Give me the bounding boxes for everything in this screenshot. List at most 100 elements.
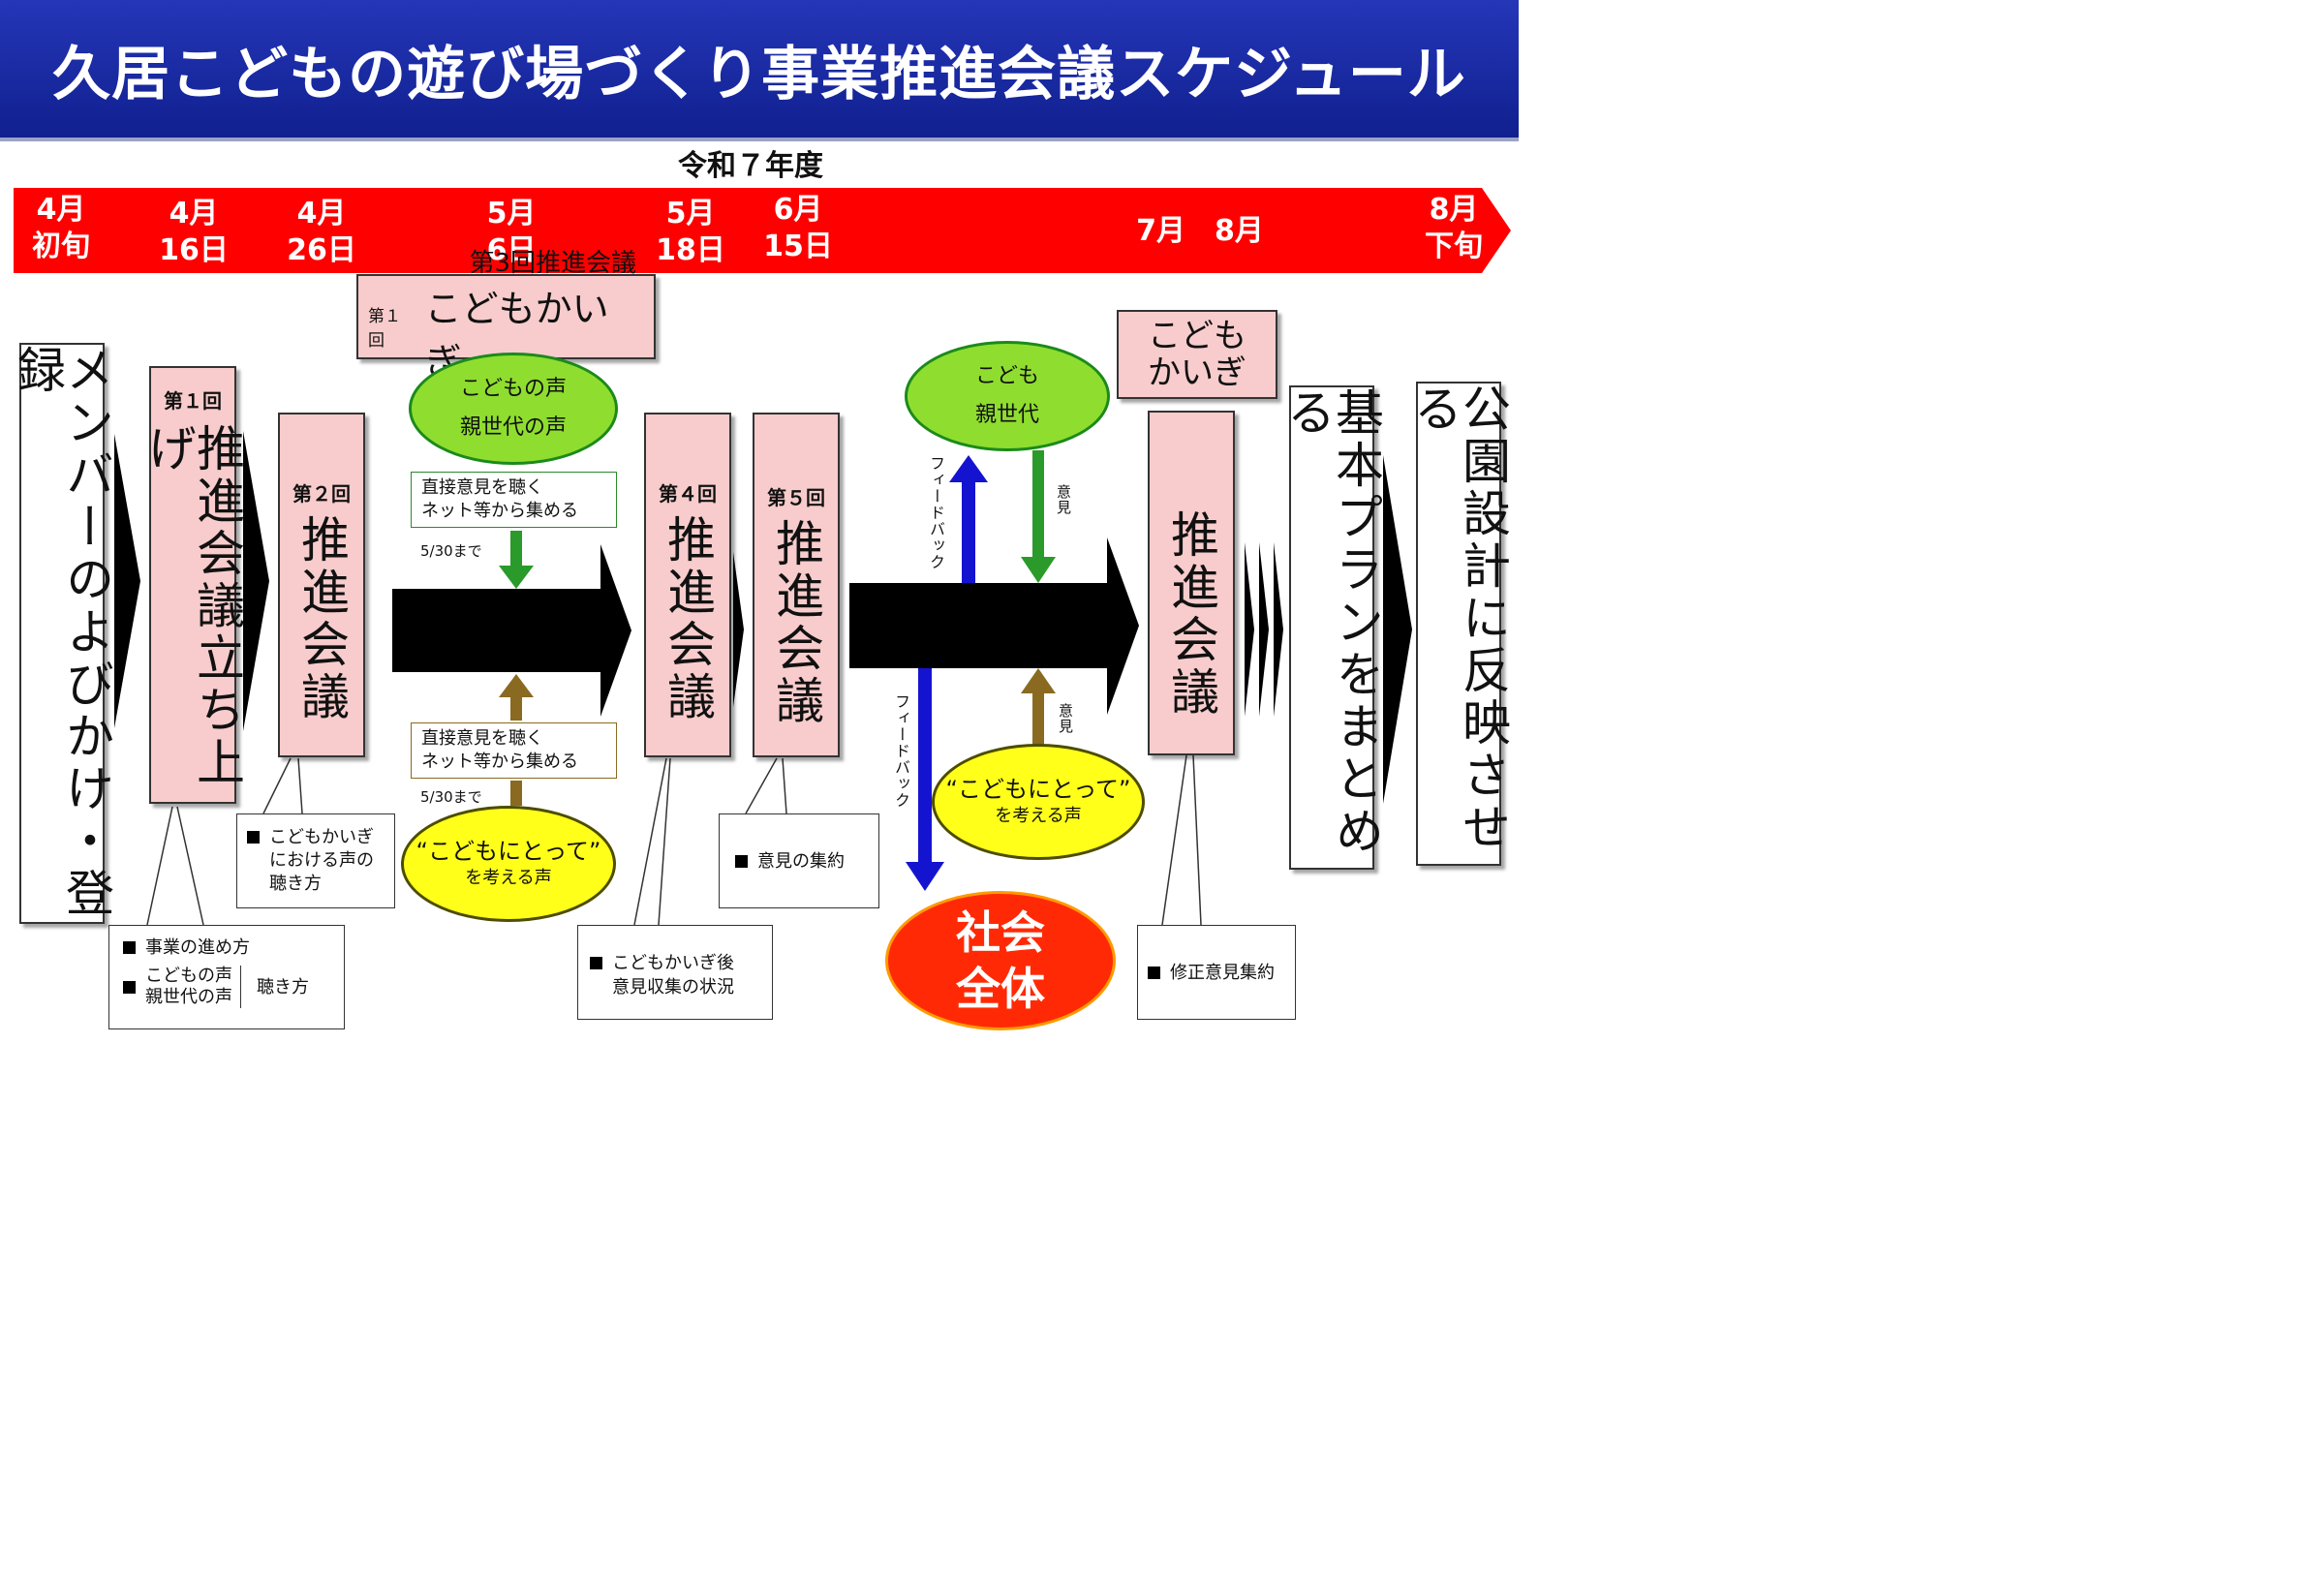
step-launch: 第１回 推進会議立ち上げ (140, 366, 245, 804)
park-design-text: 公園設計に反映させる (1406, 384, 1511, 854)
kodomo-kaigi-2-line2: かいぎ (1148, 353, 1246, 392)
chevron-2 (1259, 542, 1269, 717)
block-arrow-may (392, 544, 631, 717)
launch-note-2b: 親世代の声 (145, 987, 232, 1007)
launch-text: 推進会議立ち上げ (140, 423, 245, 789)
final-note-1: 修正意見集約 (1170, 963, 1275, 983)
society-line1: 社会 (956, 906, 1045, 959)
step-basic-plan: 基本プランをまとめる (1279, 385, 1384, 870)
voices-may-line2: 親世代の声 (459, 415, 567, 440)
opinion-label-green: 意見 (1055, 484, 1072, 515)
basic-plan-text: 基本プランをまとめる (1279, 387, 1384, 858)
timeline-label-jul-aug: 7月 8月 (1136, 214, 1264, 248)
collect-brown-line2: ネット等から集める (421, 752, 578, 772)
children-perspective-june-line1: “こどもにとって” (945, 776, 1131, 803)
fifth-meeting-text: 推進会議 (768, 518, 824, 727)
children-perspective-may-line1: “こどもにとって” (415, 838, 601, 865)
launch-round-label: 第１回 (164, 389, 222, 413)
kodomo-round-label: 第１回 (368, 307, 401, 351)
feedback-label-down: フィードバック (892, 693, 910, 809)
bullet-square (735, 855, 748, 868)
collect-green-line2: ネット等から集める (421, 501, 578, 521)
step-park-design: 公園設計に反映させる (1406, 382, 1511, 866)
timeline-label-apr-16: 4月 16日 (159, 197, 229, 267)
children-perspective-june-line2: を考える声 (995, 806, 1082, 826)
step-member-text: メンバーのよびかけ・登録 (10, 345, 114, 920)
fiscal-year: 令和７年度 (678, 149, 823, 183)
launch-notes: 事業の進め方 こどもの声 親世代の声 聴き方 (108, 925, 345, 1029)
timeline-label-may-18: 5月 18日 (656, 197, 725, 267)
bullet-square (247, 831, 260, 844)
step-second-meeting: 第２回 推進会議 (278, 413, 365, 757)
second-meeting-text: 推進会議 (293, 514, 350, 723)
step-final-meeting: 推進会議 (1148, 411, 1235, 755)
second-note-2: における声の (269, 850, 374, 871)
final-notes: 修正意見集約 (1137, 925, 1296, 1020)
launch-note-2c: 聴き方 (257, 976, 309, 998)
fourth-meeting-text: 推進会議 (660, 514, 716, 723)
diagram-arrows (114, 431, 1412, 926)
green-arrow-down-2 (1021, 557, 1056, 583)
collect-box-brown: 直接意見を聴く ネット等から集める (411, 722, 617, 779)
society-line2: 全体 (956, 963, 1045, 1015)
feedback-label-up: フィードバック (927, 455, 945, 570)
timeline-label-jun-15: 6月 15日 (763, 193, 833, 263)
fifth-notes: 意見の集約 (719, 813, 879, 908)
brown-arrow-up-2 (1021, 668, 1056, 693)
fifth-note-1: 意見の集約 (757, 851, 845, 872)
kodomo-kaigi-2-line1: こども (1148, 317, 1246, 355)
deadline-green: 5/30まで (420, 542, 482, 560)
voices-june-line1: こども (974, 364, 1039, 388)
voices-ellipse-june: こども 親世代 (905, 341, 1110, 451)
children-perspective-may-line2: を考える声 (465, 868, 552, 888)
fourth-round-label: 第４回 (659, 482, 717, 506)
children-perspective-ellipse-may: “こどもにとって” を考える声 (401, 806, 616, 922)
timeline-label-apr-26: 4月 26日 (287, 197, 356, 267)
step-member-recruitment: メンバーのよびかけ・登録 (10, 343, 114, 924)
bullet-square (590, 957, 602, 969)
timeline-label-may-6: 5月 6日 (486, 197, 537, 267)
step-kodomo-kaigi-2: こども かいぎ (1117, 310, 1277, 399)
fourth-note-2: 意見収集の状況 (612, 977, 734, 998)
blue-arrow-up (949, 455, 988, 482)
bullet-square (123, 941, 136, 954)
voices-june-line2: 親世代 (974, 403, 1039, 427)
launch-note-1: 事業の進め方 (145, 937, 250, 958)
bullet-square (123, 980, 136, 994)
timeline-label-apr-early: 4月 初旬 (32, 193, 90, 263)
voices-may-line1: こどもの声 (459, 377, 567, 401)
collect-box-green: 直接意見を聴く ネット等から集める (411, 472, 617, 528)
second-notes: こどもかいぎ における声の 聴き方 (236, 813, 395, 908)
launch-note-2a: こどもの声 (145, 966, 232, 986)
timeline-arrow-shape (14, 188, 1511, 273)
bullet-square (1148, 967, 1160, 979)
voices-ellipse-may: こどもの声 親世代の声 (409, 353, 618, 465)
brown-arrow-up-1 (499, 674, 534, 697)
fourth-note-1: こどもかいぎ後 (612, 953, 734, 973)
final-meeting-text: 推進会議 (1163, 509, 1219, 719)
timeline-ribbon (14, 188, 1511, 273)
block-arrow-june (849, 537, 1139, 715)
third-meeting-label: 第3回推進会議 (469, 249, 636, 278)
step-third-meeting-kodomo: 第3回推進会議 第１回 こどもかいぎ (356, 249, 656, 384)
society-ellipse: 社会 全体 (885, 891, 1116, 1030)
title-banner: 久居こどもの遊び場づくり事業推進会議スケジュール (0, 0, 1519, 141)
blue-arrow-down (906, 862, 944, 891)
arrow-launch-to-second (243, 431, 269, 731)
arrow-fourth-to-fifth (733, 552, 744, 707)
second-round-label: 第２回 (292, 482, 351, 506)
deadline-brown: 5/30まで (420, 788, 482, 806)
second-note-3: 聴き方 (269, 874, 322, 894)
chevron-3 (1274, 542, 1283, 717)
step-fourth-meeting: 第４回 推進会議 (644, 413, 731, 757)
timeline-label-aug-late: 8月 下旬 (1425, 193, 1483, 263)
children-perspective-ellipse-june: “こどもにとって” を考える声 (932, 744, 1145, 860)
arrow-member-to-launch (114, 434, 140, 728)
chevron-1 (1245, 542, 1254, 717)
fourth-notes: こどもかいぎ後 意見収集の状況 (577, 925, 773, 1020)
collect-brown-line1: 直接意見を聴く (421, 728, 543, 749)
second-note-1: こどもかいぎ (269, 827, 374, 847)
collect-green-line1: 直接意見を聴く (421, 477, 543, 498)
green-arrow-down-1 (499, 566, 534, 589)
step-fifth-meeting: 第５回 推進会議 (753, 413, 840, 757)
